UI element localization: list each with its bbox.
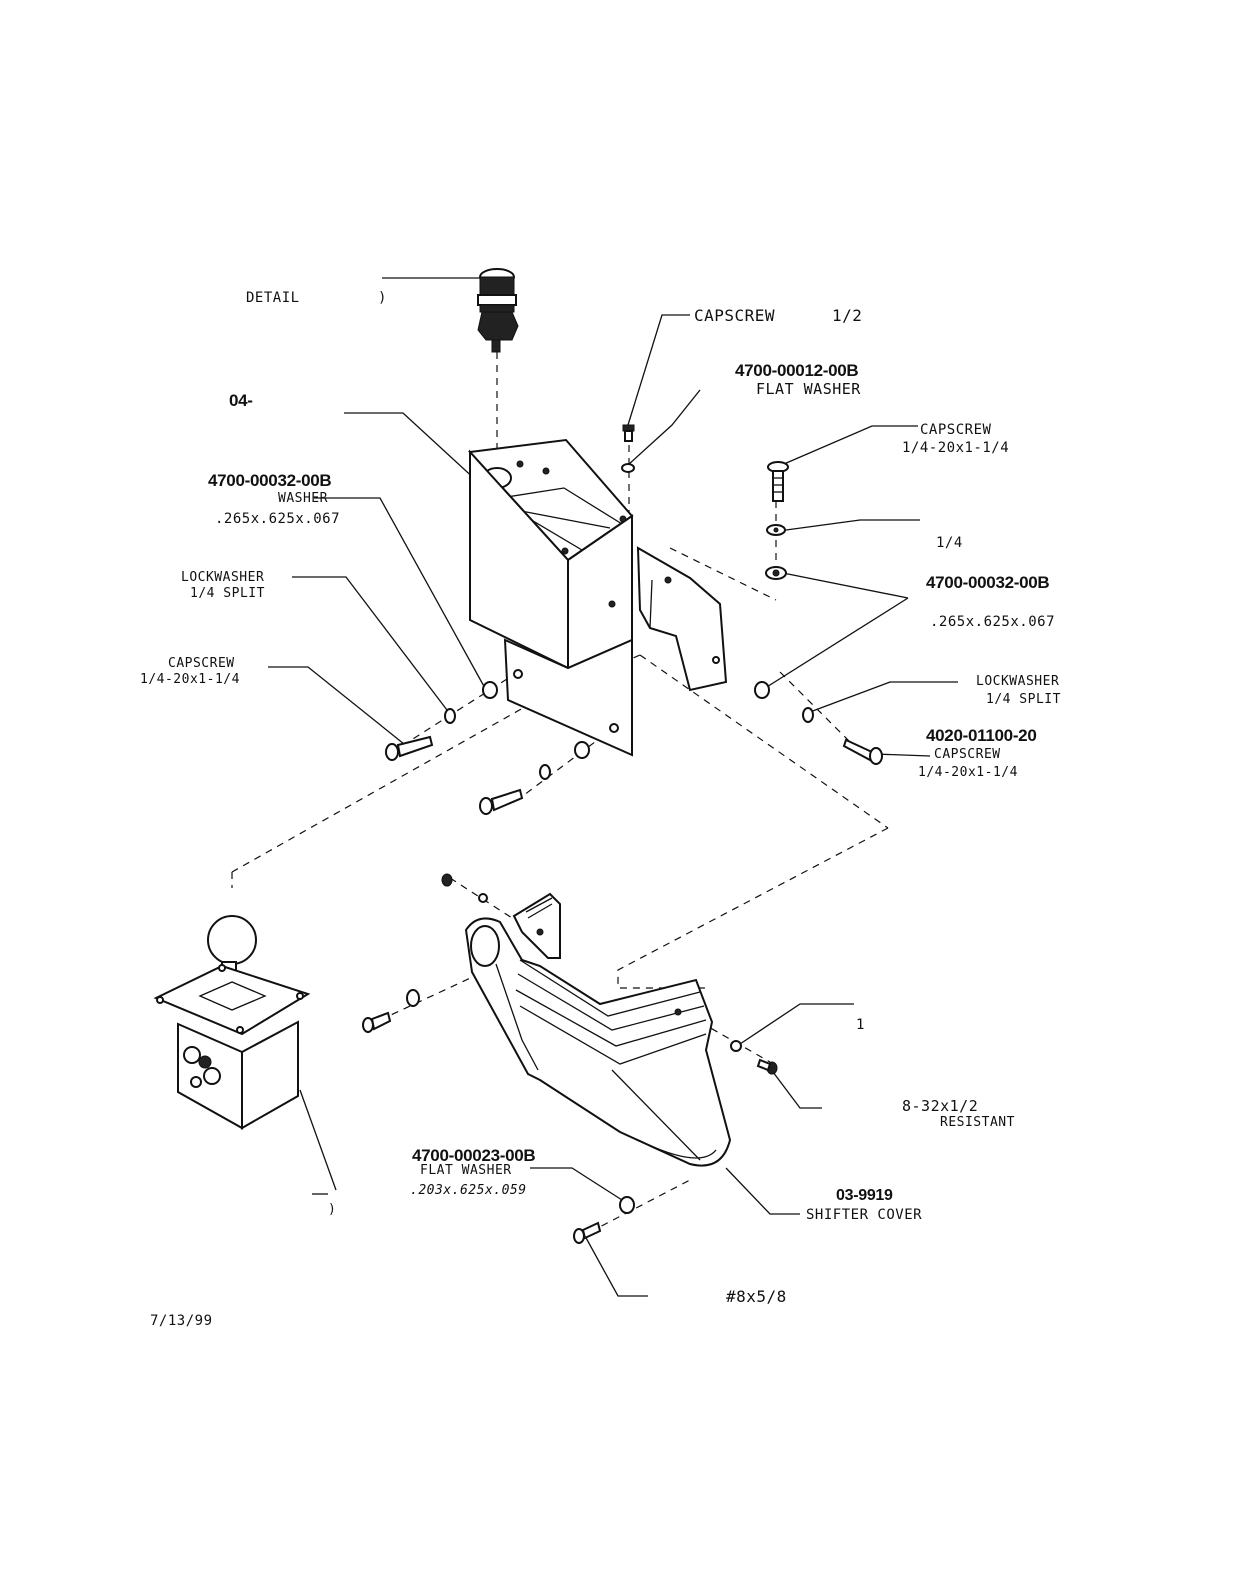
label-screw-8x58: #8x5/8 [726, 1287, 787, 1306]
label-lockwasher-right-size: 1/4 SPLIT [986, 692, 1061, 707]
label-screw-832: 8-32x1/2 [902, 1097, 979, 1115]
capscrew-right-vertical [767, 461, 789, 502]
pushbutton-part [477, 268, 519, 353]
label-capscrew-left: CAPSCREW [168, 656, 235, 671]
label-capscrew-top: CAPSCREW [694, 306, 776, 325]
capscrew-right-2 [842, 738, 883, 765]
shifter-bracket-part [467, 438, 728, 757]
label-capscrew-r2: CAPSCREW [934, 747, 1001, 762]
label-joystick-paren: ) [328, 1202, 337, 1217]
screw-cover-left [362, 1011, 392, 1033]
screw-832 [756, 1058, 778, 1075]
label-flat-washer-bottom-size: .203x.625x.059 [410, 1183, 527, 1198]
label-capscrew-r2-size: 1/4-20x1-1/4 [918, 765, 1018, 780]
label-lockwasher-left-size: 1/4 SPLIT [190, 586, 265, 601]
shifter-cover-part [464, 892, 732, 1167]
label-shifter-cover-pn: 03-9919 [836, 1187, 893, 1204]
label-one: 1 [856, 1017, 865, 1033]
callout-leaders [268, 277, 958, 1297]
label-part-prefix-04: 04- [229, 391, 253, 410]
screw-8x58 [573, 1221, 602, 1244]
joystick-part [153, 915, 311, 1130]
label-washer-left-pn: 4700-00032-00B [208, 471, 332, 490]
label-resistant: RESISTANT [940, 1115, 1015, 1130]
capscrew-top [622, 424, 635, 442]
label-flat-washer-top-name: FLAT WASHER [756, 380, 861, 398]
label-flat-washer-top-pn: 4700-00012-00B [735, 361, 859, 380]
capscrew-left-2 [479, 788, 524, 815]
label-capscrew-r2-pn: 4020-01100-20 [926, 726, 1037, 745]
label-detail-paren: ) [378, 290, 387, 306]
label-shifter-cover: SHIFTER COVER [806, 1207, 923, 1223]
label-washer-right-size: .265x.625x.067 [930, 614, 1056, 630]
label-capscrew-left-size: 1/4-20x1-1/4 [140, 672, 240, 687]
fasteners [362, 424, 883, 1244]
label-lockwasher-left: LOCKWASHER [181, 570, 265, 585]
label-lockwasher-right: LOCKWASHER [976, 674, 1060, 689]
label-flat-washer-bottom-pn: 4700-00023-00B [412, 1146, 536, 1165]
label-date: 7/13/99 [150, 1313, 213, 1329]
label-quarter: 1/4 [936, 535, 963, 551]
label-capscrew-r1-size: 1/4-20x1-1/4 [902, 440, 1010, 456]
capscrew-left-1 [385, 735, 434, 761]
label-washer-left-size: .265x.625x.067 [215, 511, 341, 527]
label-capscrew-top-size: 1/2 [832, 306, 863, 325]
label-washer-left-name: WASHER [278, 491, 328, 506]
label-flat-washer-bottom-name: FLAT WASHER [420, 1163, 512, 1178]
label-detail: DETAIL [246, 290, 300, 306]
label-capscrew-r1: CAPSCREW [920, 422, 992, 438]
label-washer-right-pn: 4700-00032-00B [926, 573, 1050, 592]
